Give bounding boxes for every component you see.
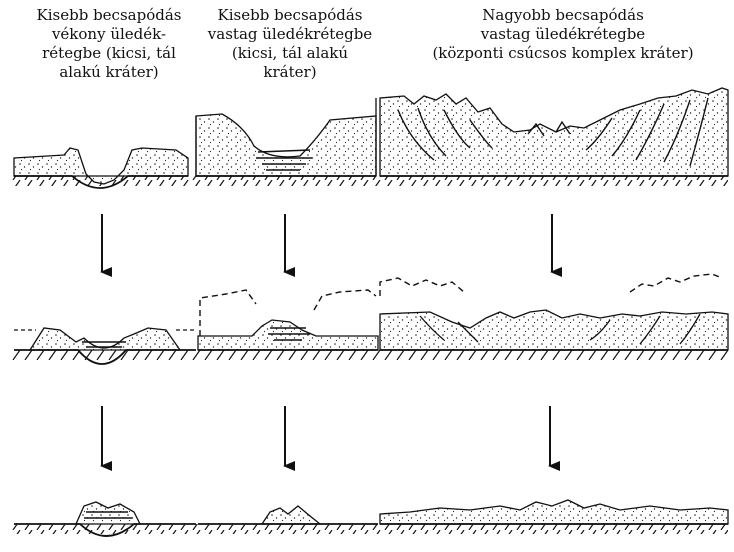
- row-buried: [12, 500, 728, 536]
- sediment-layer: [380, 88, 728, 176]
- sediment-remnant: [380, 500, 728, 524]
- sediment-layer: [198, 320, 378, 350]
- arrows-stage-1: [102, 214, 552, 272]
- crater-small-thick-buried: [198, 506, 378, 524]
- crater-large-complex-eroded: [380, 274, 728, 350]
- row-initial: [12, 88, 728, 188]
- sediment-remnant: [76, 502, 140, 524]
- sediment-remnant: [262, 506, 320, 524]
- arrows-stage-2: [102, 406, 550, 466]
- bedrock-hatch: [12, 350, 728, 360]
- former-surface: [380, 274, 722, 296]
- row-eroded: [12, 274, 728, 364]
- crater-large-complex-buried: [380, 500, 728, 524]
- bedrock-hatch: [12, 176, 728, 186]
- crater-small-thick: [196, 98, 376, 176]
- crater-small-thick-eroded: [198, 290, 378, 350]
- sediment-layer: [196, 114, 376, 176]
- crater-large-complex: [380, 88, 728, 176]
